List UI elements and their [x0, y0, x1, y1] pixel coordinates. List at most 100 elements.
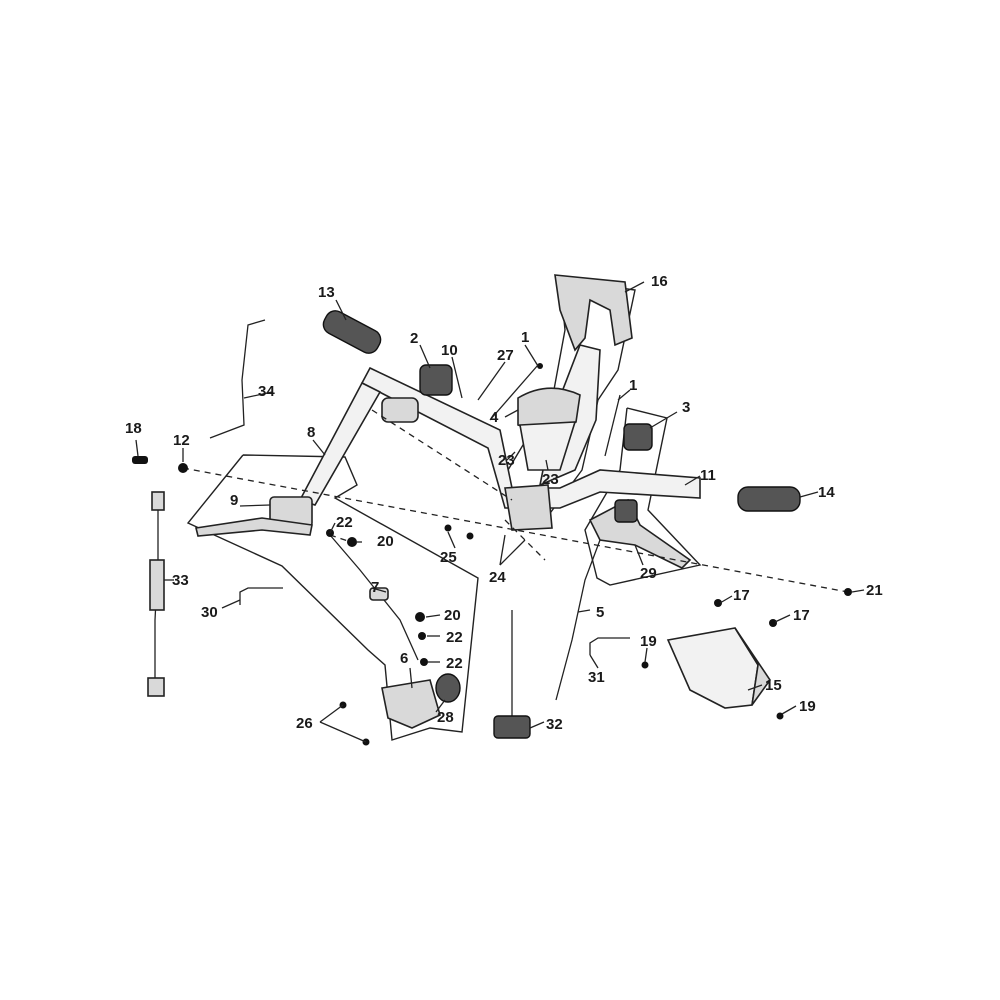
leader-29	[634, 544, 644, 566]
leader-10	[451, 356, 463, 399]
leader-28	[435, 699, 446, 713]
leader-19-left	[644, 647, 648, 663]
bolt-20-top	[347, 537, 357, 547]
callout-17-right: 17	[793, 607, 810, 624]
leader-22-top	[329, 522, 336, 534]
leader-1-right	[617, 389, 631, 401]
screw-17-left	[714, 599, 722, 607]
callout-15: 15	[765, 677, 782, 694]
callout-31: 31	[588, 669, 605, 686]
cable-5	[555, 539, 601, 701]
callout-9: 9	[230, 492, 238, 509]
handlebar-left-arm	[298, 381, 382, 506]
callout-20-top: 20	[377, 533, 394, 550]
leader-9	[239, 504, 271, 507]
cable-34	[209, 319, 266, 439]
leader-19-right	[781, 705, 797, 715]
leader-5	[577, 609, 591, 613]
speedometer-cable-end	[147, 677, 165, 697]
tool-32-handle	[493, 715, 531, 739]
leader-23-a	[506, 451, 516, 461]
leader-25	[447, 531, 456, 549]
leader-27	[477, 361, 506, 401]
hook-30	[239, 587, 283, 605]
axis-dash-10	[371, 409, 513, 501]
leader-15	[747, 684, 763, 691]
leader-18	[135, 439, 139, 457]
callout-33: 33	[172, 572, 189, 589]
leader-23-b	[545, 459, 549, 471]
leader-11	[684, 475, 701, 486]
callout-7: 7	[371, 579, 379, 596]
callout-21: 21	[866, 582, 883, 599]
handlebar-clamp	[504, 484, 553, 531]
handlebar-front-cover	[554, 274, 633, 352]
right-grip	[737, 486, 801, 512]
leader-32	[529, 721, 545, 729]
leader-26-b	[319, 721, 367, 743]
callout-6: 6	[400, 650, 408, 667]
callout-22-top: 22	[336, 514, 353, 531]
leader-2	[419, 344, 431, 369]
callout-16: 16	[651, 273, 668, 290]
speedometer-cable-spring	[149, 559, 165, 611]
callout-27: 27	[497, 347, 514, 364]
leader-26-a	[319, 704, 344, 723]
nut-21	[844, 588, 852, 596]
leader-1-top	[524, 344, 539, 367]
callout-23-b: 23	[542, 471, 559, 488]
leader-17-left	[719, 595, 733, 604]
leader-13	[335, 299, 347, 321]
left-brake-lever	[195, 517, 313, 537]
callout-17-left: 17	[733, 587, 750, 604]
callout-13: 13	[318, 284, 335, 301]
bolt-25-a	[444, 524, 452, 532]
callout-1-top: 1	[521, 329, 529, 346]
leader-31	[589, 654, 599, 669]
callout-30: 30	[201, 604, 218, 621]
callout-18: 18	[125, 420, 142, 437]
callout-19-right: 19	[799, 698, 816, 715]
left-grip	[322, 310, 382, 354]
callout-26: 26	[296, 715, 313, 732]
callout-1-right: 1	[629, 377, 637, 394]
callout-19-left: 19	[640, 633, 657, 650]
throttle-cable	[489, 364, 539, 421]
right-switch-housing	[623, 423, 653, 451]
headlight-lens	[666, 627, 759, 709]
bolt-right	[604, 394, 621, 457]
leader-24-b	[499, 539, 526, 566]
bolt-25-b	[466, 532, 474, 540]
leader-17-right	[774, 614, 791, 623]
callout-25: 25	[440, 549, 457, 566]
callout-32: 32	[546, 716, 563, 733]
leader-24-a	[499, 534, 506, 566]
leader-30	[221, 599, 241, 609]
leader-21	[851, 589, 865, 593]
screw-17-right	[769, 619, 777, 627]
nut-12	[178, 463, 188, 473]
callout-11: 11	[700, 467, 716, 484]
callout-23-a: 23	[498, 452, 515, 469]
washer-22-low	[420, 658, 428, 666]
caliper-cap	[435, 673, 461, 703]
callout-22-mid: 22	[446, 629, 463, 646]
callout-12: 12	[173, 432, 190, 449]
callout-3: 3	[682, 399, 690, 416]
left-switch-housing	[419, 364, 453, 396]
leader-34	[243, 391, 273, 399]
leader-20-lower	[425, 614, 441, 618]
callout-28: 28	[437, 709, 454, 726]
callout-2: 2	[410, 330, 418, 347]
right-lever-clamp	[614, 499, 638, 523]
brake-caliper	[381, 679, 441, 729]
bolt-20-lower	[415, 612, 425, 622]
leader-8	[312, 439, 326, 456]
hook-31	[589, 637, 630, 655]
leader-6	[409, 667, 413, 689]
leader-3	[649, 411, 678, 429]
left-switch-lower	[381, 397, 419, 423]
left-control-group-outline	[186, 454, 479, 741]
